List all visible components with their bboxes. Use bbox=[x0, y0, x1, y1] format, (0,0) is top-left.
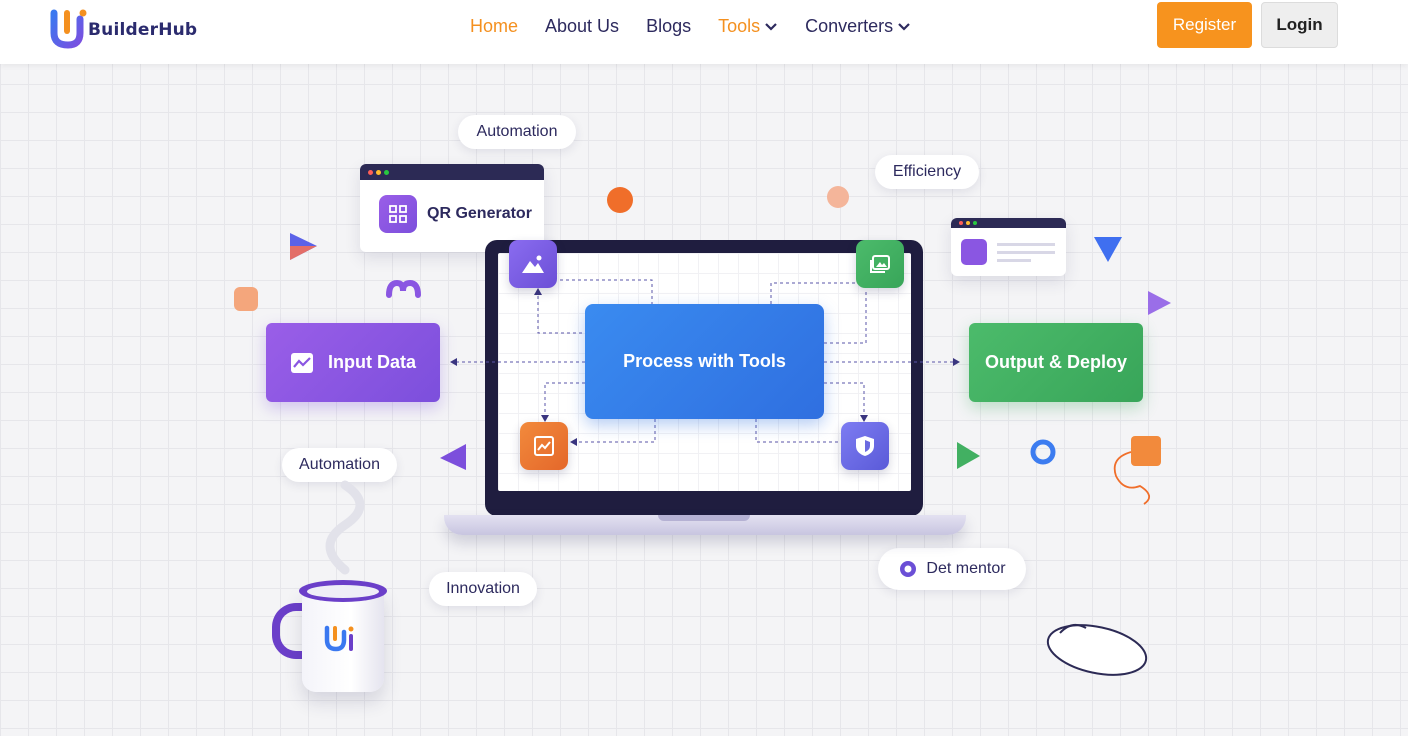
register-button[interactable]: Register bbox=[1157, 2, 1252, 48]
wave-icon bbox=[291, 352, 313, 373]
green-triangle bbox=[957, 442, 980, 469]
mug-handle bbox=[272, 603, 312, 659]
mug-coffee bbox=[307, 585, 379, 598]
chevron-down-icon bbox=[765, 23, 777, 31]
orange-curl bbox=[1113, 451, 1150, 505]
automation-pill-left: Automation bbox=[282, 448, 397, 482]
purple-triangle-left bbox=[440, 444, 466, 470]
text-lines bbox=[997, 242, 1055, 262]
chart-icon bbox=[534, 436, 554, 456]
peach-ball bbox=[827, 186, 849, 208]
mug-logo bbox=[324, 625, 354, 652]
image-icon bbox=[961, 239, 987, 265]
qr-generator-label: QR Generator bbox=[427, 205, 532, 222]
laptop-base bbox=[444, 515, 966, 535]
chevron-down-icon bbox=[898, 23, 910, 31]
card-titlebar bbox=[360, 164, 544, 180]
gallery-tile bbox=[856, 240, 904, 288]
nav-about-us[interactable]: About Us bbox=[545, 15, 620, 36]
image-preview-card bbox=[951, 218, 1066, 276]
qr-generator-card: QR Generator bbox=[360, 164, 544, 252]
nav-blogs[interactable]: Blogs bbox=[646, 15, 692, 36]
mouse bbox=[1046, 624, 1148, 676]
nav-converters-label: Converters bbox=[805, 15, 894, 36]
main-nav: Home About Us Blogs Tools Converters bbox=[470, 12, 938, 40]
image-tile bbox=[509, 240, 557, 288]
peach-cube bbox=[234, 287, 258, 311]
qr-icon bbox=[379, 195, 417, 233]
input-data-block: Input Data bbox=[266, 323, 440, 402]
brand-name: BuilderHub bbox=[88, 20, 198, 40]
orange-ball bbox=[607, 187, 633, 213]
shield-icon bbox=[856, 436, 874, 456]
efficiency-pill: Efficiency bbox=[875, 155, 979, 189]
innovation-pill: Innovation bbox=[429, 572, 537, 606]
automation-pill: Automation bbox=[458, 115, 576, 149]
nav-tools-label: Tools bbox=[718, 15, 761, 36]
nav-home[interactable]: Home bbox=[470, 15, 519, 36]
orange-cube bbox=[1131, 436, 1161, 466]
steam bbox=[325, 480, 365, 575]
gallery-icon bbox=[870, 255, 890, 273]
purple-triangle bbox=[1148, 291, 1171, 315]
shield-tile bbox=[841, 422, 889, 470]
mug bbox=[302, 588, 384, 692]
chart-tile bbox=[520, 422, 568, 470]
blue-ring bbox=[1030, 439, 1056, 465]
login-button[interactable]: Login bbox=[1261, 2, 1338, 48]
purple-wave bbox=[386, 279, 421, 298]
nav-tools[interactable]: Tools bbox=[718, 16, 778, 37]
process-block: Process with Tools bbox=[585, 304, 824, 419]
card-titlebar bbox=[951, 218, 1066, 228]
laptop-notch bbox=[658, 515, 750, 521]
blue-triangle-right bbox=[1094, 237, 1122, 262]
site-header: BuilderHub Home About Us Blogs Tools Con… bbox=[0, 0, 1408, 64]
input-data-label: Input Data bbox=[328, 352, 416, 372]
brand-logo[interactable]: BuilderHub bbox=[50, 6, 240, 49]
deployment-pill: Det mentor bbox=[878, 548, 1026, 590]
image-icon bbox=[522, 255, 544, 273]
nav-converters[interactable]: Converters bbox=[805, 16, 911, 37]
logo-mark bbox=[50, 7, 90, 49]
deployment-pill-label: Det mentor bbox=[926, 560, 1006, 577]
gear-icon bbox=[900, 561, 917, 577]
output-deploy-block: Output & Deploy bbox=[969, 323, 1143, 402]
